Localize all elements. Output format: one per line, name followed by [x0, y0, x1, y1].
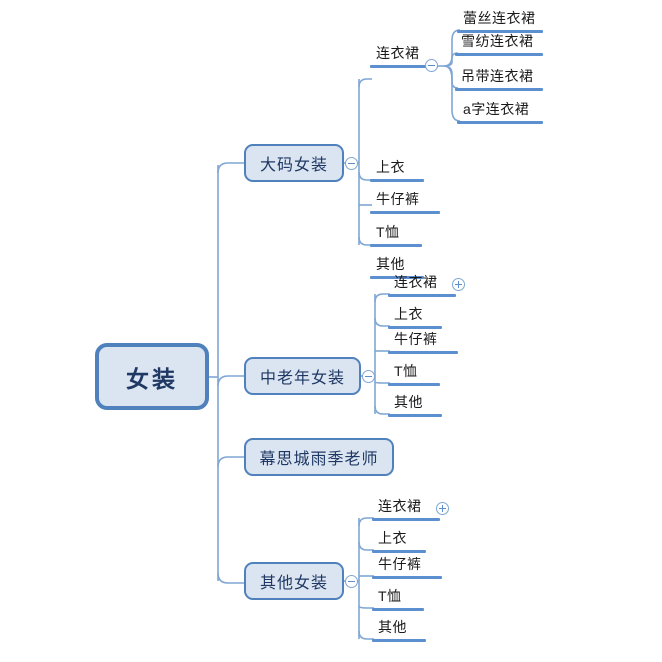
bar-node-qtn-qita[interactable]: 其他 [372, 619, 426, 642]
bar-underline [388, 351, 458, 354]
wire-to-zhonglaonian [217, 375, 244, 387]
bar-node-label: 牛仔裤 [376, 191, 420, 207]
bar-underline [455, 53, 543, 56]
bar-node-label: 上衣 [394, 306, 423, 322]
bar-node-diaodai-lianyiqun[interactable]: 吊带连衣裙 [455, 68, 543, 91]
bar-node-dama-niuzaiku[interactable]: 牛仔裤 [370, 191, 440, 214]
bar-underline [388, 294, 456, 297]
bar-underline [372, 639, 426, 642]
bar-underline [372, 550, 426, 553]
bar-node-dama-txu[interactable]: T恤 [370, 224, 422, 247]
bar-underline [388, 326, 442, 329]
bar-node-label: T恤 [378, 588, 402, 604]
bar-node-label: 牛仔裤 [394, 331, 438, 347]
collapse-icon-dama-lianyiqun[interactable] [425, 59, 438, 72]
bar-node-zln-lianyiqun[interactable]: 连衣裙 [388, 274, 456, 297]
wire-dama-c1 [358, 78, 372, 88]
bar-node-label: 上衣 [376, 159, 405, 175]
bar-node-label: 其他 [376, 256, 405, 272]
wire-to-dama [217, 162, 244, 174]
bar-node-qtn-niuzaiku[interactable]: 牛仔裤 [372, 556, 442, 579]
bar-node-azi-lianyiqun[interactable]: a字连衣裙 [457, 101, 543, 124]
bar-underline [372, 518, 440, 521]
bar-underline [388, 383, 440, 386]
bar-node-xuefang-lianyiqun[interactable]: 雪纺连衣裙 [455, 33, 543, 56]
bar-node-label: 连衣裙 [394, 274, 438, 290]
bar-underline [370, 65, 438, 68]
collapse-icon-qita[interactable] [345, 575, 358, 588]
bar-underline [370, 179, 424, 182]
bar-node-leisi-lianyiqun[interactable]: 蕾丝连衣裙 [457, 10, 543, 33]
bar-underline [372, 576, 442, 579]
bar-node-zln-shangyi[interactable]: 上衣 [388, 306, 442, 329]
bar-node-qtn-txu[interactable]: T恤 [372, 588, 424, 611]
bar-node-qtn-shangyi[interactable]: 上衣 [372, 530, 426, 553]
bar-node-label: 连衣裙 [378, 498, 422, 514]
bar-underline [457, 30, 543, 33]
bar-node-label: 其他 [394, 394, 423, 410]
bar-node-label: 牛仔裤 [378, 556, 422, 572]
bar-underline [370, 211, 440, 214]
bar-node-zln-niuzaiku[interactable]: 牛仔裤 [388, 331, 458, 354]
root-node[interactable]: 女装 [95, 343, 209, 410]
wire-to-qita [217, 572, 244, 584]
bar-node-zln-txu[interactable]: T恤 [388, 363, 440, 386]
bar-node-label: 蕾丝连衣裙 [463, 10, 536, 26]
branch-node-muchengcheng-yuji-laoshi[interactable]: 幕思城雨季老师 [244, 438, 394, 476]
bar-node-label: 上衣 [378, 530, 407, 546]
bar-node-dama-shangyi[interactable]: 上衣 [370, 159, 424, 182]
bar-node-label: 其他 [378, 619, 407, 635]
bar-node-label: 吊带连衣裙 [461, 68, 534, 84]
bar-node-label: T恤 [376, 224, 400, 240]
bar-node-qtn-lianyiqun[interactable]: 连衣裙 [372, 498, 440, 521]
bar-node-label: 连衣裙 [376, 45, 420, 61]
branch-node-zhonglaonian-nuzhuang[interactable]: 中老年女装 [244, 357, 361, 395]
bar-node-label: 雪纺连衣裙 [461, 33, 534, 49]
bar-node-dama-lianyiqun[interactable]: 连衣裙 [370, 45, 438, 68]
branch-node-qita-nuzhuang[interactable]: 其他女装 [244, 562, 344, 600]
bar-underline [388, 414, 442, 417]
wire-to-mucheng [217, 456, 244, 468]
bar-node-label: a字连衣裙 [463, 101, 530, 117]
bar-node-zln-qita[interactable]: 其他 [388, 394, 442, 417]
bar-underline [370, 276, 424, 279]
bar-underline [455, 88, 543, 91]
bar-underline [457, 121, 543, 124]
expand-icon-qtn-lianyiqun[interactable] [436, 502, 449, 515]
bar-node-dama-qita[interactable]: 其他 [370, 256, 424, 279]
bar-underline [370, 244, 422, 247]
collapse-icon-zhonglaonian[interactable] [362, 370, 375, 383]
branch-node-dama-nuzhuang[interactable]: 大码女装 [244, 144, 344, 182]
bar-node-label: T恤 [394, 363, 418, 379]
collapse-icon-dama[interactable] [345, 157, 358, 170]
bar-underline [372, 608, 424, 611]
expand-icon-zln-lianyiqun[interactable] [452, 278, 465, 291]
